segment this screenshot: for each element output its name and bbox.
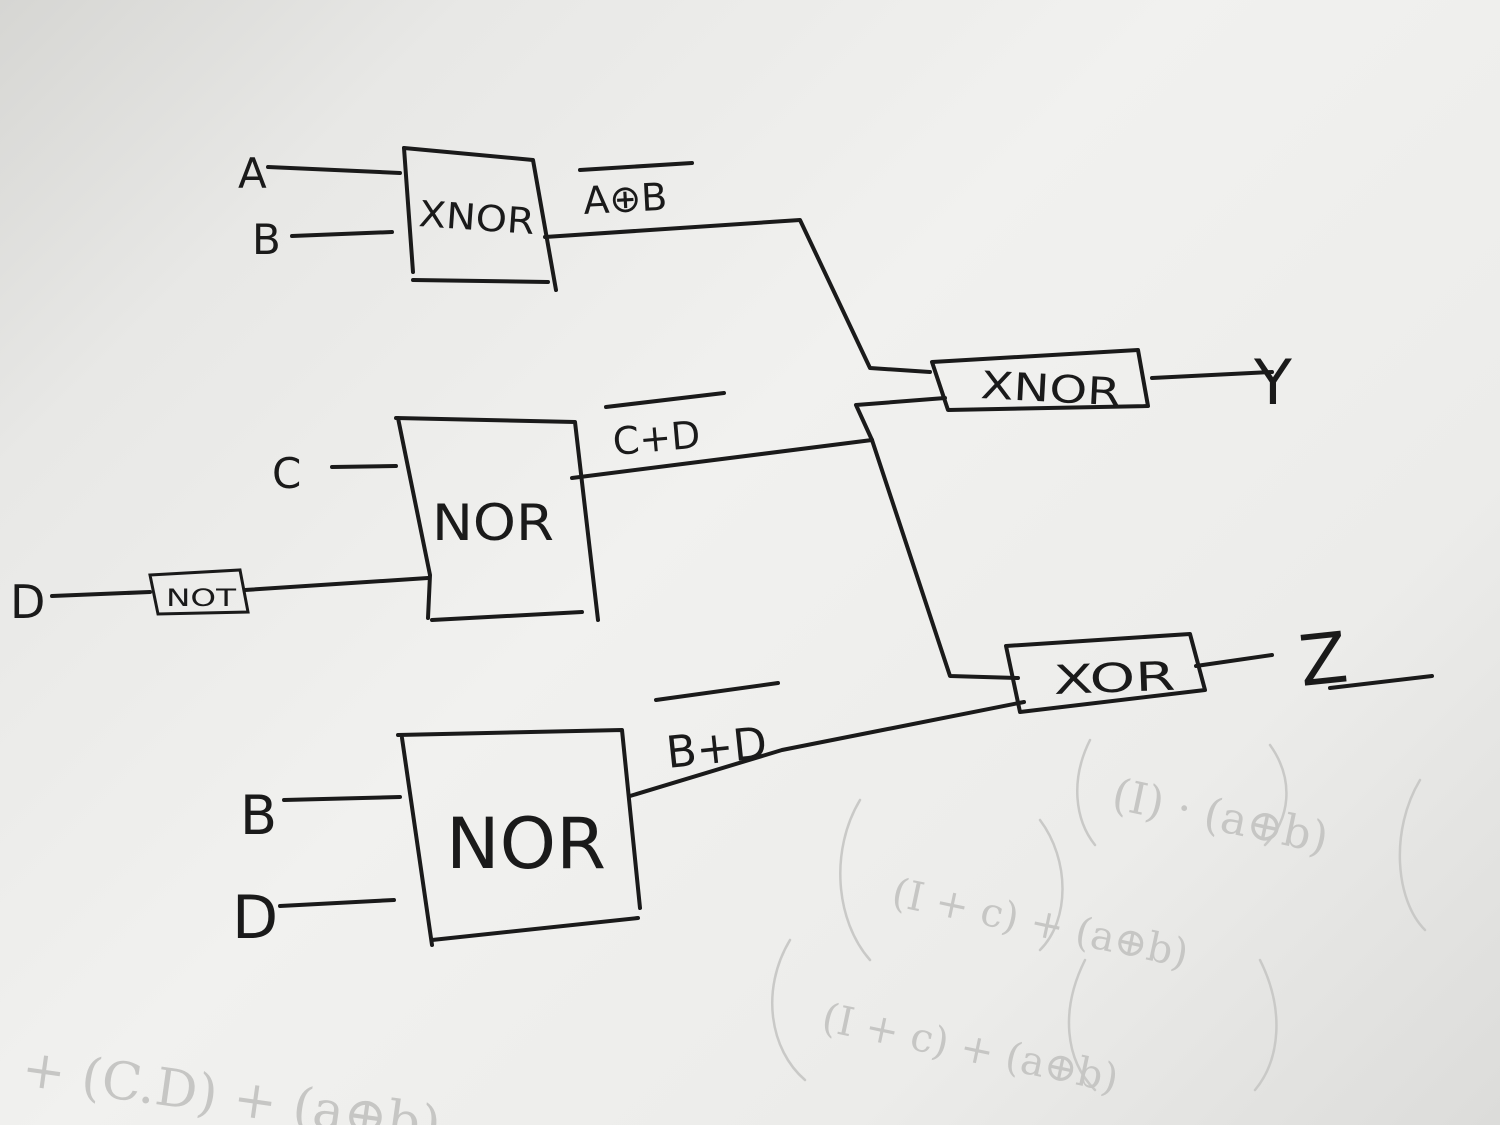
not-gate-label: NOT: [166, 584, 236, 612]
wire-label-xnor-ab: A⊕B: [582, 175, 668, 223]
output-y-label: Y: [1253, 346, 1292, 419]
nor-bottom-label: NOR: [446, 803, 606, 885]
input-b-top-wire: [290, 230, 394, 238]
input-b-bottom-wire: [282, 795, 402, 802]
svg-text:(I) · (a⊕b): (I) · (a⊕b): [1108, 769, 1333, 864]
xnor-output-label: XNOR: [980, 363, 1122, 414]
xor-gate-output: XOR: [1004, 632, 1207, 714]
wire-output-z: [1194, 653, 1274, 668]
svg-text:(I + c) + (a⊕b): (I + c) + (a⊕b): [818, 995, 1122, 1103]
wire-label-overline-cd: [604, 391, 726, 409]
xnor-top-label: XNOR: [417, 194, 536, 243]
background-bleed-through: (I) · (a⊕b) (I + c) + (a⊕b) (I + c) + (a…: [18, 738, 1427, 1125]
wire-label-nor-cd: C+D: [611, 412, 702, 463]
not-gate: NOT: [148, 568, 250, 616]
nor-gate-middle: NOR: [394, 416, 600, 622]
xnor-gate-output: XNOR: [930, 348, 1150, 414]
input-a-label: A: [238, 149, 267, 198]
input-d-not-wire: [50, 590, 152, 598]
input-b-bottom-label: B: [240, 784, 277, 847]
input-d-bottom-wire: [278, 898, 396, 908]
output-z-label: Z: [1295, 616, 1351, 703]
nor-middle-label: NOR: [432, 494, 554, 552]
output-z-tail-stroke: [1328, 674, 1434, 690]
wire-label-overline-ab: [578, 161, 694, 172]
input-d-not-label: D: [10, 575, 45, 629]
svg-text:(I + c) + (a⊕b): (I + c) + (a⊕b): [888, 870, 1192, 978]
wire-nor-middle-split: [854, 396, 947, 442]
xnor-gate-top: XNOR: [402, 146, 558, 292]
wire-nor-middle-to-xor: [870, 438, 1020, 680]
input-d-bottom-label: D: [232, 883, 278, 953]
input-c-label: C: [272, 449, 301, 498]
svg-text:+ (C.D) + (a⊕b): + (C.D) + (a⊕b): [18, 1038, 444, 1125]
input-a-wire: [266, 165, 402, 175]
wire-not-to-nor: [243, 576, 430, 592]
wire-label-nor-bd: B+D: [664, 718, 770, 779]
wire-output-y: [1150, 370, 1274, 380]
input-b-top-label: B: [252, 215, 281, 264]
nor-gate-bottom: NOR: [396, 728, 642, 947]
xor-output-label: XOR: [1053, 654, 1177, 704]
wire-label-overline-bd: [654, 681, 780, 702]
input-c-wire: [330, 464, 398, 469]
wire-nor-bottom-output: [628, 700, 1026, 798]
wire-xnor-top-output: [543, 218, 932, 374]
wire-nor-middle-output: [570, 438, 874, 480]
